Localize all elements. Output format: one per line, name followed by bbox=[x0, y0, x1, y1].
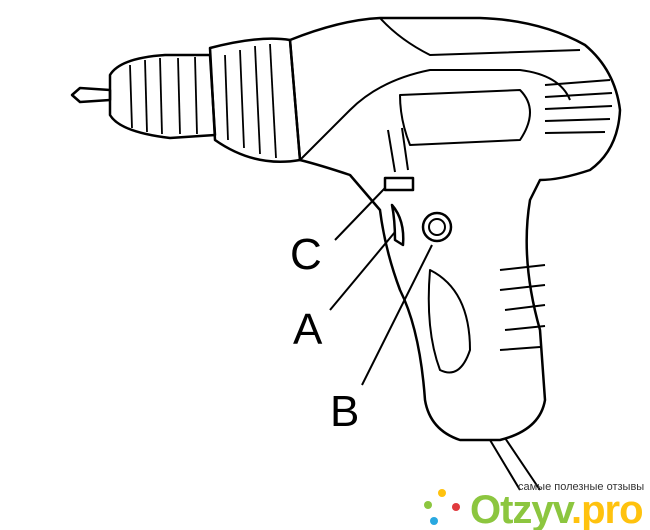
watermark-brand-main: Otzyv bbox=[470, 488, 572, 530]
grip-insert bbox=[427, 269, 471, 374]
vent-slots bbox=[387, 79, 613, 351]
drill-body bbox=[288, 16, 622, 442]
trigger-a bbox=[390, 203, 405, 247]
side-panel bbox=[399, 89, 531, 146]
label-c: C bbox=[290, 230, 322, 279]
switch-c bbox=[383, 176, 415, 192]
button-b bbox=[421, 211, 453, 243]
watermark-brand-suffix: .pro bbox=[570, 488, 644, 530]
chuck-ribs bbox=[129, 56, 198, 135]
label-a: A bbox=[293, 305, 323, 354]
power-cord bbox=[489, 437, 541, 491]
chuck bbox=[108, 53, 217, 140]
watermark-brand: Otzyv.pro bbox=[470, 488, 644, 530]
watermark-tagline: самые полезные отзывы bbox=[518, 481, 645, 493]
watermark-logo-icon bbox=[424, 489, 460, 525]
label-b: B bbox=[330, 387, 360, 436]
drill-bit bbox=[70, 86, 112, 104]
leader-lines bbox=[329, 187, 433, 386]
